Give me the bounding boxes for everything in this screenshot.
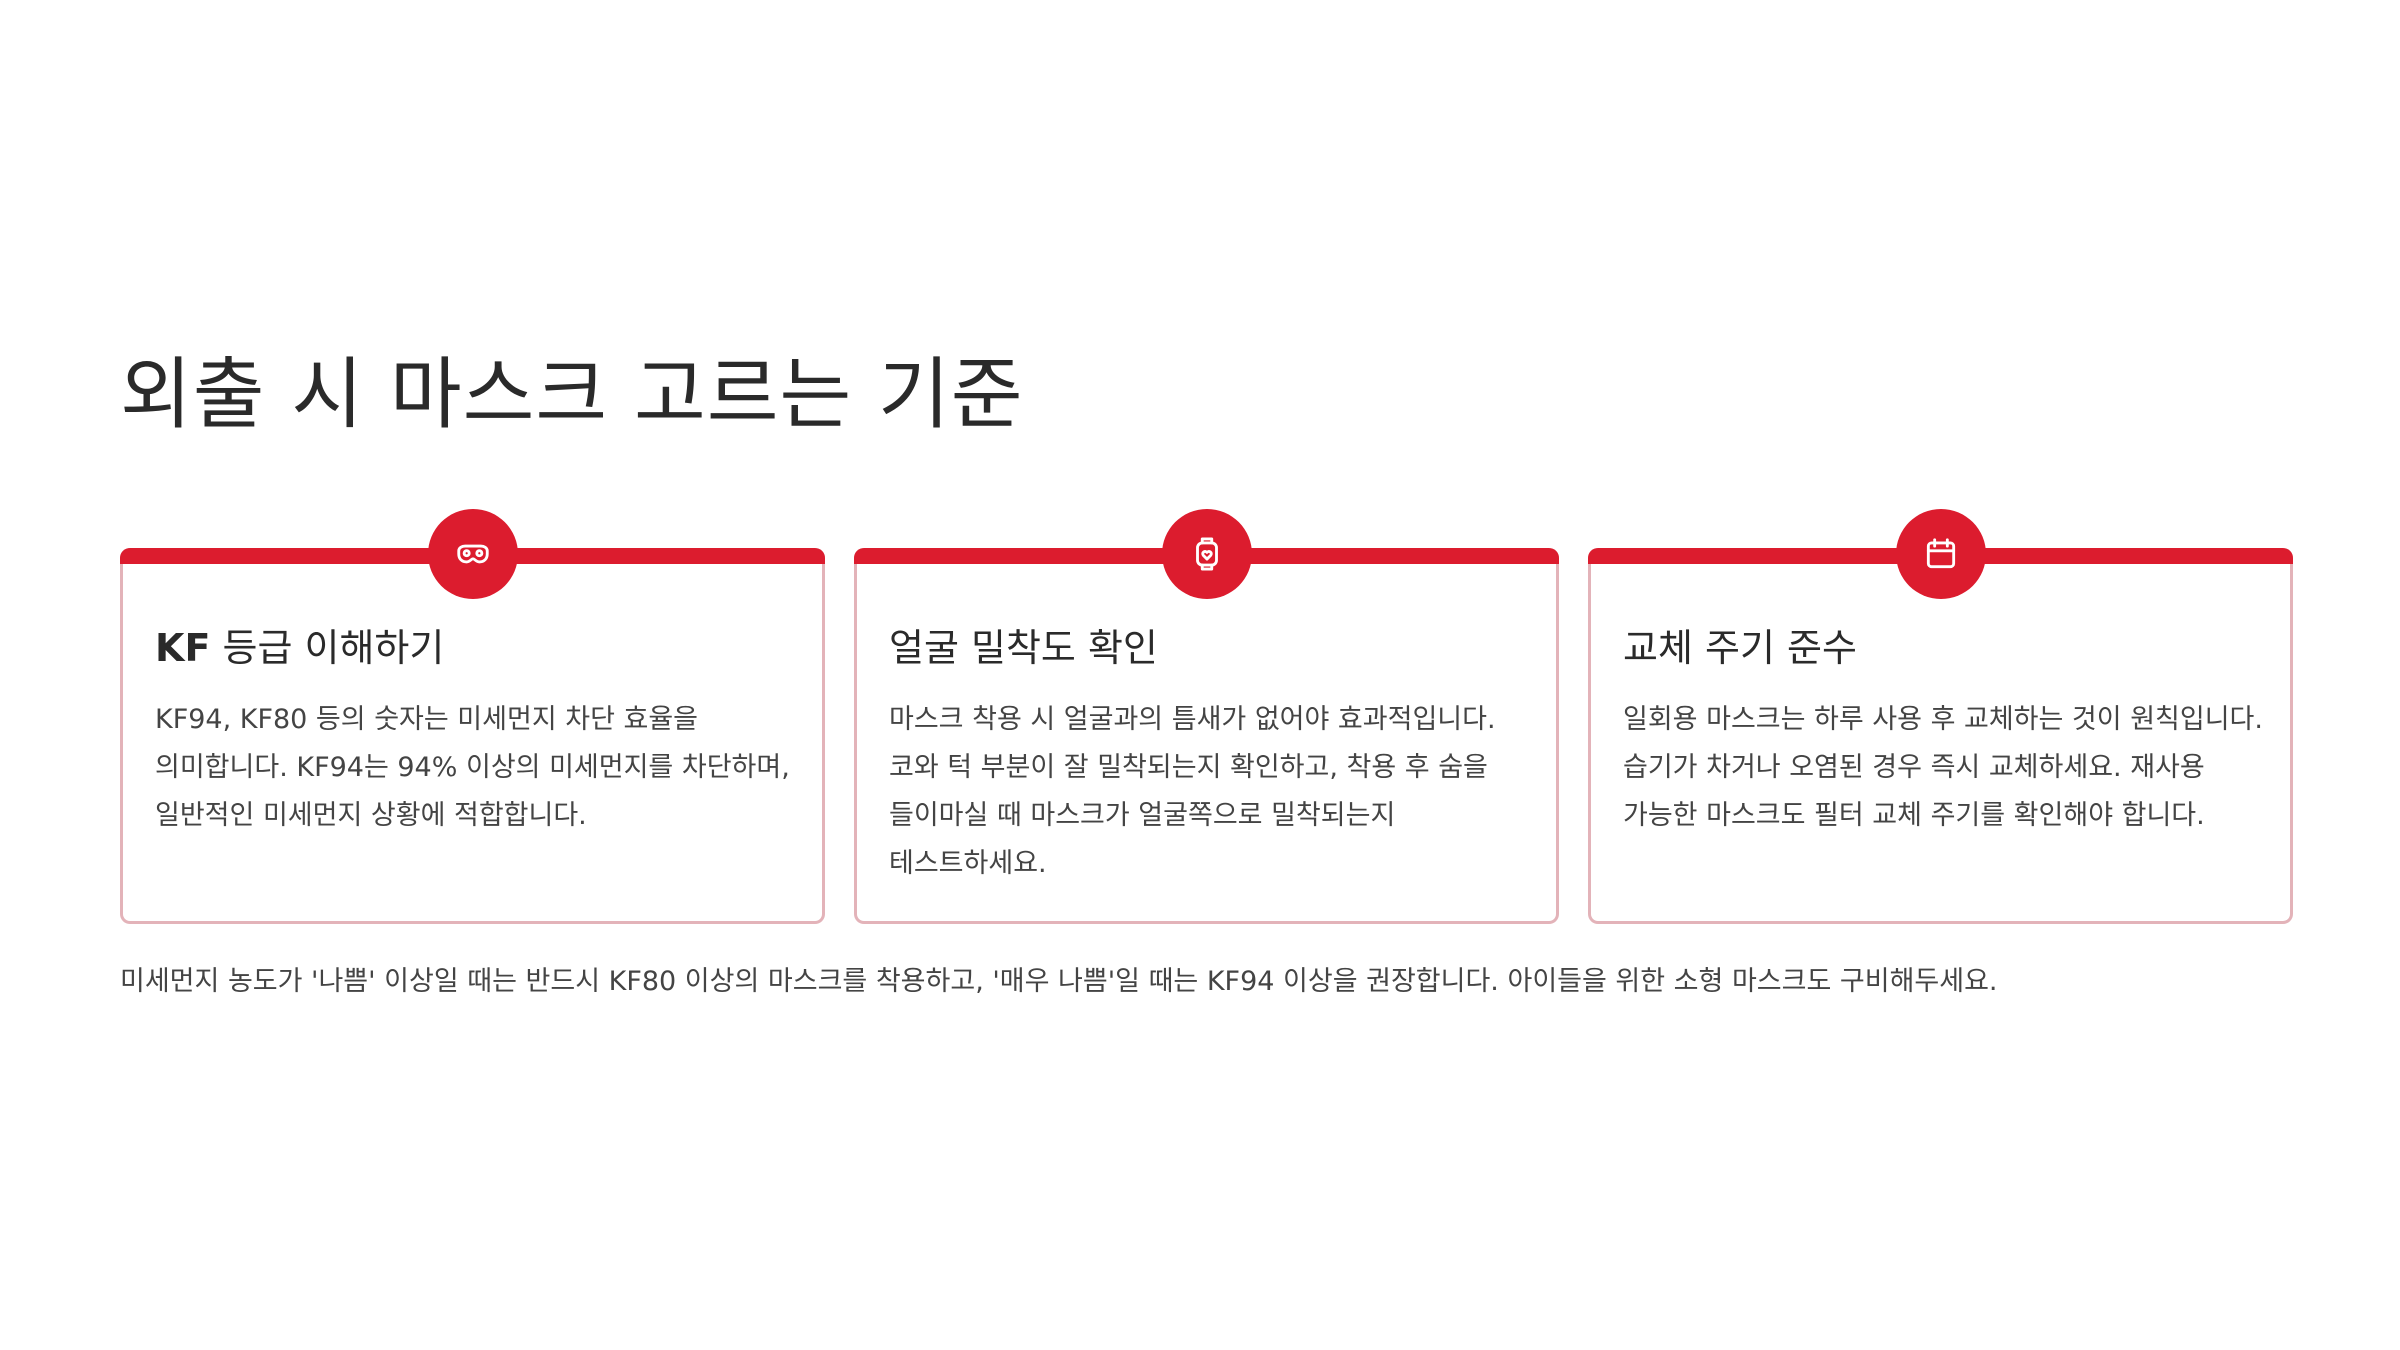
card-body: 마스크 착용 시 얼굴과의 틈새가 없어야 효과적입니다. 코와 턱 부분이 잘… [889, 704, 1496, 879]
card-replacement-cycle: 교체 주기 준수 일회용 마스크는 하루 사용 후 교체하는 것이 원칙입니다.… [1588, 509, 2293, 924]
mask-icon [427, 509, 518, 599]
card-title: 교체 주기 준수 [1623, 626, 1857, 670]
card-body: 일회용 마스크는 하루 사용 후 교체하는 것이 원칙입니다. 습기가 차거나 … [1623, 704, 2263, 831]
card-title: 얼굴 밀착도 확인 [889, 626, 1158, 670]
card-title-rest: 등급 이해하기 [210, 626, 445, 670]
card-kf-grade: KF 등급 이해하기 KF94, KF80 등의 숫자는 미세먼지 차단 효율을… [120, 509, 825, 924]
page-title: 외출 시 마스크 고르는 기준 [120, 350, 1024, 440]
smartwatch-heart-icon [1161, 509, 1252, 599]
card-title-strong: KF [155, 626, 211, 670]
card-row: KF 등급 이해하기 KF94, KF80 등의 숫자는 미세먼지 차단 효율을… [120, 509, 2293, 924]
card-face-fit: 얼굴 밀착도 확인 마스크 착용 시 얼굴과의 틈새가 없어야 효과적입니다. … [854, 509, 1559, 924]
calendar-icon [1895, 509, 1986, 599]
footnote: 미세먼지 농도가 '나쁨' 이상일 때는 반드시 KF80 이상의 마스크를 착… [120, 966, 1998, 997]
card-title: KF 등급 이해하기 [155, 620, 444, 676]
card-body: KF94, KF80 등의 숫자는 미세먼지 차단 효율을 의미합니다. KF9… [155, 704, 790, 831]
